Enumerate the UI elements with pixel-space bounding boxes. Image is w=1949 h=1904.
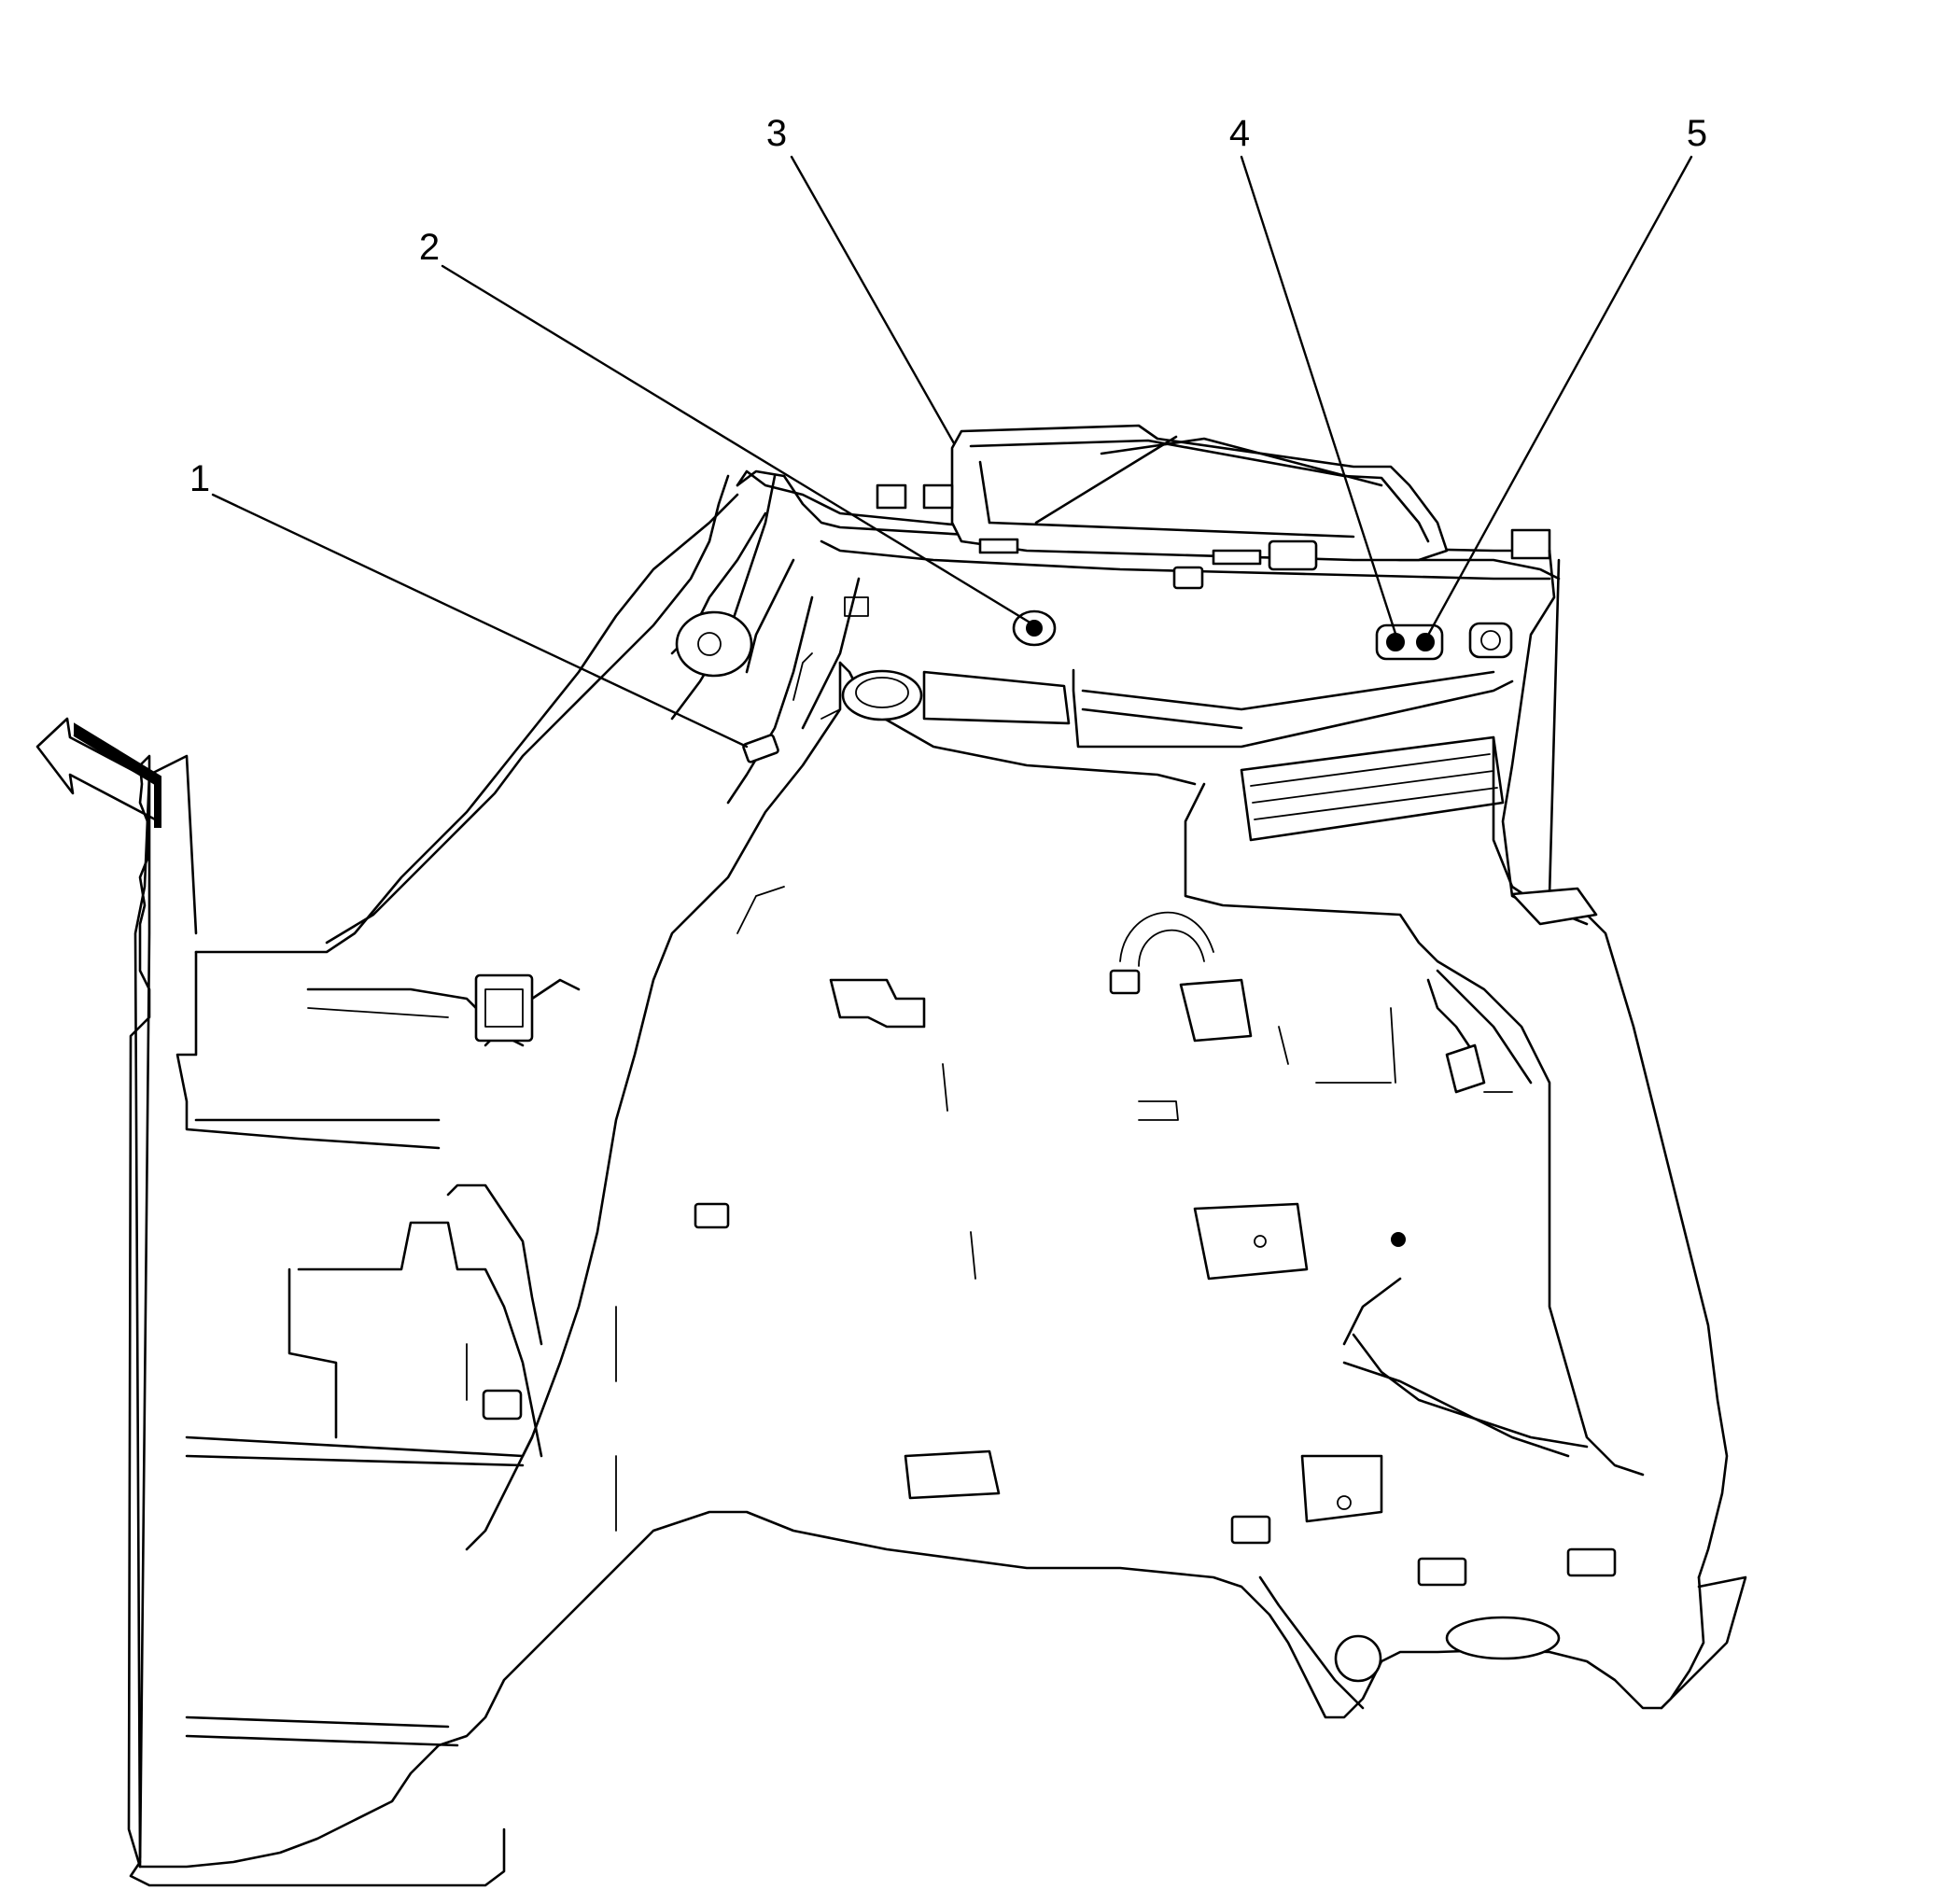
left-underside-structure bbox=[175, 950, 617, 1747]
side-grille bbox=[1072, 668, 1514, 842]
callout-3: 3 bbox=[766, 113, 787, 154]
leader-3 bbox=[790, 155, 956, 445]
leader-2 bbox=[441, 264, 1033, 625]
callout-1: 1 bbox=[189, 458, 210, 499]
left-quarter-trim-panel bbox=[325, 474, 869, 945]
callout-leaders bbox=[211, 155, 1693, 749]
leader-1 bbox=[211, 493, 749, 749]
rear-storage-compartment bbox=[876, 424, 1551, 566]
cupholder-recess bbox=[841, 669, 1071, 725]
leader-5 bbox=[1424, 155, 1693, 640]
floor-tie-downs bbox=[694, 911, 1617, 1587]
leader-4 bbox=[1240, 155, 1398, 638]
front-direction-arrow-icon bbox=[35, 717, 161, 828]
right-rear-pillar bbox=[1492, 549, 1598, 926]
callout-labels: 1 2 3 4 5 bbox=[189, 113, 1707, 499]
callout-4: 4 bbox=[1229, 113, 1250, 154]
callout-2: 2 bbox=[419, 227, 440, 268]
rear-sill-plate bbox=[1258, 1575, 1561, 1710]
load-floor-recess bbox=[465, 661, 1645, 1551]
callout-5: 5 bbox=[1687, 113, 1707, 154]
